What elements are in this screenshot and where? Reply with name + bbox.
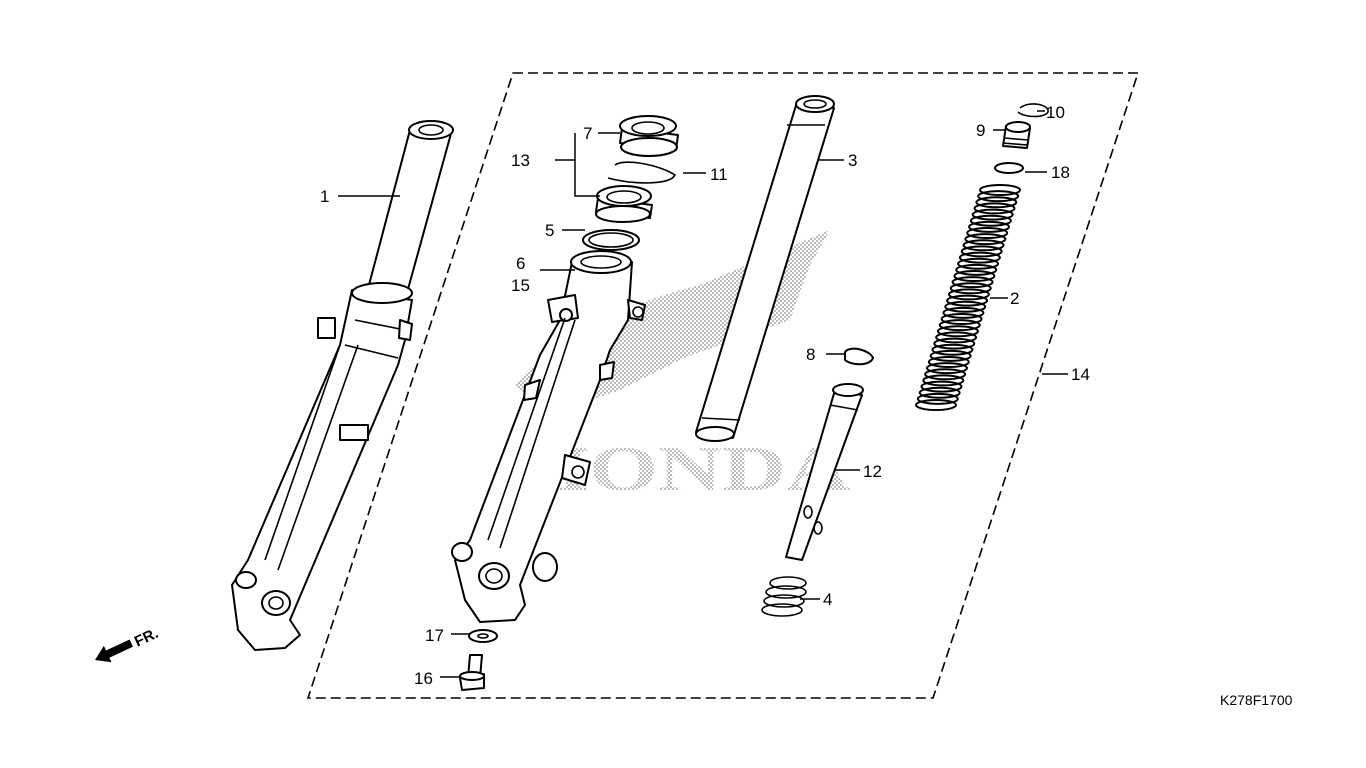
- spring-coil: [968, 220, 1011, 233]
- spring-coil: [925, 362, 968, 375]
- spring-coil: [944, 300, 987, 313]
- callout-18: 18: [1051, 163, 1070, 182]
- spring-coil: [916, 392, 959, 405]
- spring-coil: [955, 263, 998, 276]
- direction-label: FR.: [132, 625, 161, 651]
- callout-1: 1: [320, 187, 329, 206]
- spring-coil: [969, 214, 1012, 227]
- callout-14: 14: [1071, 365, 1090, 384]
- callout-16: 16: [414, 669, 433, 688]
- callout-12: 12: [863, 462, 882, 481]
- o-ring: [994, 162, 1024, 174]
- rebound-spring: [761, 576, 807, 617]
- spring-coil: [962, 239, 1005, 252]
- dust-seal: [619, 115, 679, 157]
- circlip: [607, 161, 677, 184]
- spring-coil: [931, 343, 974, 356]
- callout-8: 8: [806, 345, 815, 364]
- fork-slider-right: [451, 250, 646, 623]
- front-arrow-icon: FR.: [95, 625, 161, 663]
- spring-coil: [938, 319, 981, 332]
- spring-coil: [920, 380, 963, 393]
- callout-10: 10: [1046, 103, 1065, 122]
- socket-bolt: [459, 654, 485, 691]
- fork-spring: [915, 184, 1021, 411]
- spring-coil: [936, 325, 979, 338]
- callout-13: 13: [511, 151, 530, 170]
- callout-17: 17: [425, 626, 444, 645]
- kit-boundary: [306, 72, 1140, 699]
- spring-coil: [971, 208, 1014, 221]
- spring-coil: [958, 251, 1001, 264]
- spring-coil: [924, 368, 967, 381]
- spring-coil: [940, 313, 983, 325]
- spring-coil: [949, 282, 992, 295]
- spring-coil: [957, 257, 1000, 270]
- sealing-washer: [468, 629, 498, 643]
- fork-piston: [785, 383, 864, 561]
- fork-pipe: [695, 95, 835, 442]
- spring-coil: [946, 294, 989, 307]
- spring-coil: [947, 288, 990, 301]
- leader-lines: [338, 110, 1068, 678]
- spring-coil: [964, 233, 1007, 246]
- spring-coil: [977, 190, 1020, 203]
- oil-seal: [595, 185, 653, 223]
- back-up-ring: [582, 229, 640, 251]
- spring-coil: [922, 374, 965, 387]
- fork-leg-left: [231, 120, 454, 651]
- callout-5: 5: [545, 221, 554, 240]
- fork-bolt: [1002, 121, 1031, 149]
- spring-coil: [979, 184, 1021, 196]
- stopper-ring: [844, 347, 874, 366]
- callout-6: 6: [516, 254, 525, 273]
- snap-ring: [1017, 103, 1049, 118]
- spring-coil: [966, 227, 1009, 239]
- spring-coil: [975, 196, 1018, 209]
- callout-7: 7: [583, 124, 592, 143]
- spring-coil: [933, 337, 976, 350]
- callout-15: 15: [511, 276, 530, 295]
- spring-coil: [973, 202, 1016, 215]
- callout-11: 11: [710, 165, 728, 184]
- spring-coil: [960, 245, 1003, 258]
- spring-coil: [951, 276, 994, 289]
- callout-2: 2: [1010, 289, 1019, 308]
- figure-code: K278F1700: [1220, 692, 1293, 708]
- spring-coil: [953, 270, 996, 282]
- callout-3: 3: [848, 151, 857, 170]
- callout-4: 4: [823, 590, 832, 609]
- spring-coil: [918, 386, 961, 399]
- spring-coil: [942, 306, 985, 319]
- spring-coil: [915, 399, 957, 411]
- spring-coil: [929, 349, 972, 362]
- callout-9: 9: [976, 121, 985, 140]
- spring-coil: [935, 331, 978, 344]
- spring-coil: [927, 356, 970, 368]
